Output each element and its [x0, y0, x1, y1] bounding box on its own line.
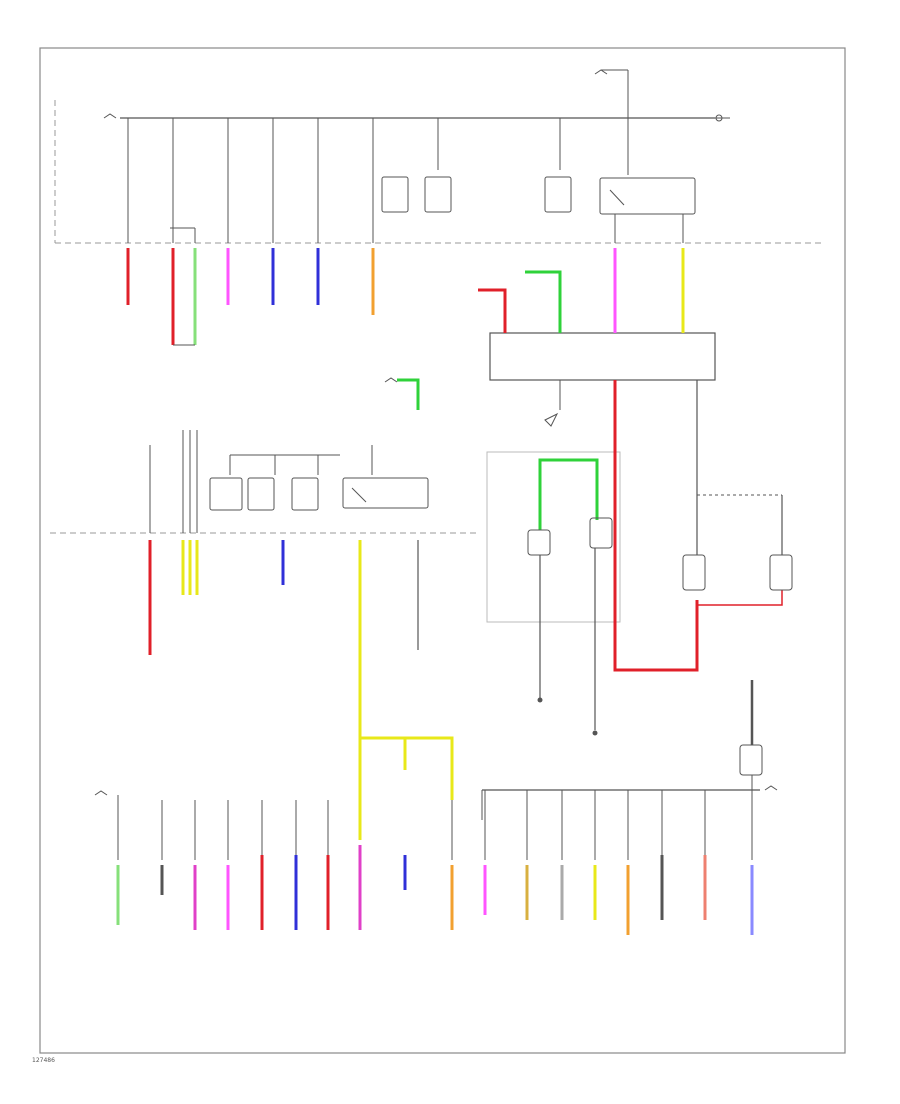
right-mid-boxes	[527, 517, 793, 776]
ground-icon	[592, 730, 598, 736]
mid-output-wires	[148, 540, 454, 840]
module-outline	[486, 451, 621, 623]
mid-fuse-boxes	[209, 477, 429, 511]
diagram-frame	[39, 47, 846, 1054]
connector-icon	[384, 377, 398, 383]
ground-icon	[537, 697, 543, 703]
footer-code: 127486	[32, 1057, 55, 1064]
bottom-output-wires	[116, 845, 754, 935]
top-busbar-drops	[127, 90, 629, 243]
connector-icon	[715, 114, 723, 122]
module-input-wires	[478, 248, 685, 333]
top-fuse-boxes	[381, 176, 696, 215]
connector-icon	[764, 785, 778, 791]
ground-icon	[544, 412, 559, 427]
relay-icon	[599, 177, 696, 215]
connector-icon	[594, 69, 608, 75]
bottom-fuse-drops	[117, 775, 753, 860]
relay-icon	[342, 477, 429, 509]
connector-icon	[94, 790, 108, 796]
mid-busbar	[149, 430, 373, 533]
power-module-box	[489, 332, 716, 381]
connector-icon	[103, 113, 117, 119]
top-wire-joins	[170, 227, 196, 346]
top-output-wires	[126, 248, 375, 345]
